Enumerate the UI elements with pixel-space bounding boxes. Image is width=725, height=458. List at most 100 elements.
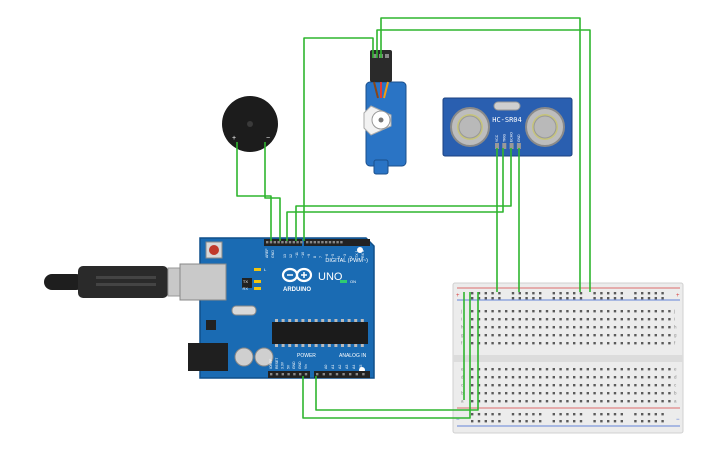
header-pin[interactable]: [321, 241, 324, 244]
breadboard-hole[interactable]: [539, 384, 542, 387]
breadboard-hole[interactable]: [620, 392, 623, 395]
breadboard-hole[interactable]: [539, 376, 542, 379]
breadboard-hole[interactable]: [491, 342, 494, 345]
breadboard-hole[interactable]: [518, 334, 521, 337]
breadboard-hole[interactable]: [539, 392, 542, 395]
breadboard-hole[interactable]: [647, 292, 651, 295]
breadboard-hole[interactable]: [491, 368, 494, 371]
breadboard-hole[interactable]: [600, 326, 603, 329]
breadboard-hole[interactable]: [484, 292, 487, 295]
breadboard-hole[interactable]: [539, 292, 542, 295]
breadboard-hole[interactable]: [505, 392, 508, 395]
breadboard-hole[interactable]: [532, 297, 535, 300]
breadboard-hole[interactable]: [647, 318, 651, 321]
breadboard-hole[interactable]: [518, 420, 521, 423]
header-pin[interactable]: [300, 241, 303, 244]
breadboard-hole[interactable]: [525, 326, 528, 329]
breadboard-hole[interactable]: [511, 420, 515, 423]
breadboard-hole[interactable]: [634, 292, 637, 295]
breadboard-hole[interactable]: [552, 334, 555, 337]
breadboard-hole[interactable]: [600, 400, 603, 403]
breadboard-hole[interactable]: [477, 292, 481, 295]
breadboard-hole[interactable]: [566, 318, 569, 321]
breadboard-hole[interactable]: [647, 334, 651, 337]
breadboard-hole[interactable]: [505, 342, 508, 345]
breadboard-hole[interactable]: [484, 392, 487, 395]
breadboard-hole[interactable]: [525, 420, 528, 423]
breadboard-hole[interactable]: [532, 384, 535, 387]
breadboard-hole[interactable]: [579, 292, 583, 295]
breadboard-hole[interactable]: [593, 392, 596, 395]
breadboard-hole[interactable]: [627, 342, 630, 345]
wire-arduino-gnd[interactable]: [315, 292, 479, 411]
breadboard-hole[interactable]: [600, 413, 603, 416]
breadboard-hole[interactable]: [613, 342, 617, 345]
breadboard-hole[interactable]: [552, 420, 555, 423]
analog-header[interactable]: [314, 371, 370, 378]
breadboard-hole[interactable]: [634, 376, 637, 379]
wires[interactable]: [236, 17, 591, 419]
breadboard-hole[interactable]: [498, 326, 501, 329]
breadboard-hole[interactable]: [525, 334, 528, 337]
breadboard-hole[interactable]: [539, 420, 542, 423]
breadboard-hole[interactable]: [471, 413, 474, 416]
breadboard-hole[interactable]: [573, 342, 576, 345]
breadboard-hole[interactable]: [545, 342, 549, 345]
servo-pin[interactable]: [385, 54, 389, 58]
header-pin[interactable]: [355, 373, 358, 376]
breadboard-hole[interactable]: [505, 334, 508, 337]
breadboard-hole[interactable]: [525, 318, 528, 321]
breadboard-hole[interactable]: [607, 334, 610, 337]
breadboard-hole[interactable]: [484, 413, 487, 416]
breadboard-hole[interactable]: [552, 384, 555, 387]
breadboard-hole[interactable]: [661, 384, 664, 387]
breadboard-hole[interactable]: [539, 400, 542, 403]
breadboard-hole[interactable]: [559, 400, 562, 403]
breadboard-hole[interactable]: [647, 420, 651, 423]
breadboard-hole[interactable]: [620, 342, 623, 345]
header-pin[interactable]: [325, 241, 328, 244]
breadboard-hole[interactable]: [634, 400, 637, 403]
breadboard-hole[interactable]: [471, 310, 474, 313]
breadboard-hole[interactable]: [579, 334, 583, 337]
breadboard-hole[interactable]: [498, 292, 501, 295]
breadboard-hole[interactable]: [471, 334, 474, 337]
breadboard-hole[interactable]: [498, 413, 501, 416]
header-pin[interactable]: [329, 373, 332, 376]
breadboard-hole[interactable]: [607, 292, 610, 295]
breadboard-hole[interactable]: [668, 384, 671, 387]
breadboard-hole[interactable]: [634, 310, 637, 313]
breadboard-hole[interactable]: [573, 420, 576, 423]
breadboard-hole[interactable]: [491, 318, 494, 321]
breadboard-hole[interactable]: [620, 384, 623, 387]
breadboard-hole[interactable]: [647, 297, 651, 300]
breadboard-hole[interactable]: [654, 376, 657, 379]
breadboard-hole[interactable]: [641, 292, 644, 295]
breadboard-hole[interactable]: [566, 384, 569, 387]
breadboard-hole[interactable]: [613, 310, 617, 313]
breadboard-hole[interactable]: [641, 392, 644, 395]
breadboard-hole[interactable]: [647, 392, 651, 395]
servo-pin[interactable]: [373, 54, 377, 58]
header-pin[interactable]: [285, 241, 288, 244]
header-pin[interactable]: [328, 241, 332, 244]
breadboard-hole[interactable]: [539, 342, 542, 345]
breadboard-hole[interactable]: [627, 310, 630, 313]
breadboard-hole[interactable]: [539, 413, 542, 416]
breadboard-hole[interactable]: [661, 342, 664, 345]
breadboard-hole[interactable]: [579, 326, 583, 329]
header-pin[interactable]: [277, 241, 280, 244]
breadboard-hole[interactable]: [654, 310, 657, 313]
breadboard-hole[interactable]: [647, 376, 651, 379]
breadboard-hole[interactable]: [641, 376, 644, 379]
breadboard-hole[interactable]: [559, 368, 562, 371]
breadboard-hole[interactable]: [471, 297, 474, 300]
breadboard-hole[interactable]: [559, 413, 562, 416]
breadboard-hole[interactable]: [484, 400, 487, 403]
wire-buzzer-minus[interactable]: [264, 142, 281, 241]
breadboard-hole[interactable]: [552, 310, 555, 313]
breadboard-hole[interactable]: [498, 334, 501, 337]
breadboard-hole[interactable]: [511, 342, 515, 345]
breadboard-hole[interactable]: [498, 318, 501, 321]
